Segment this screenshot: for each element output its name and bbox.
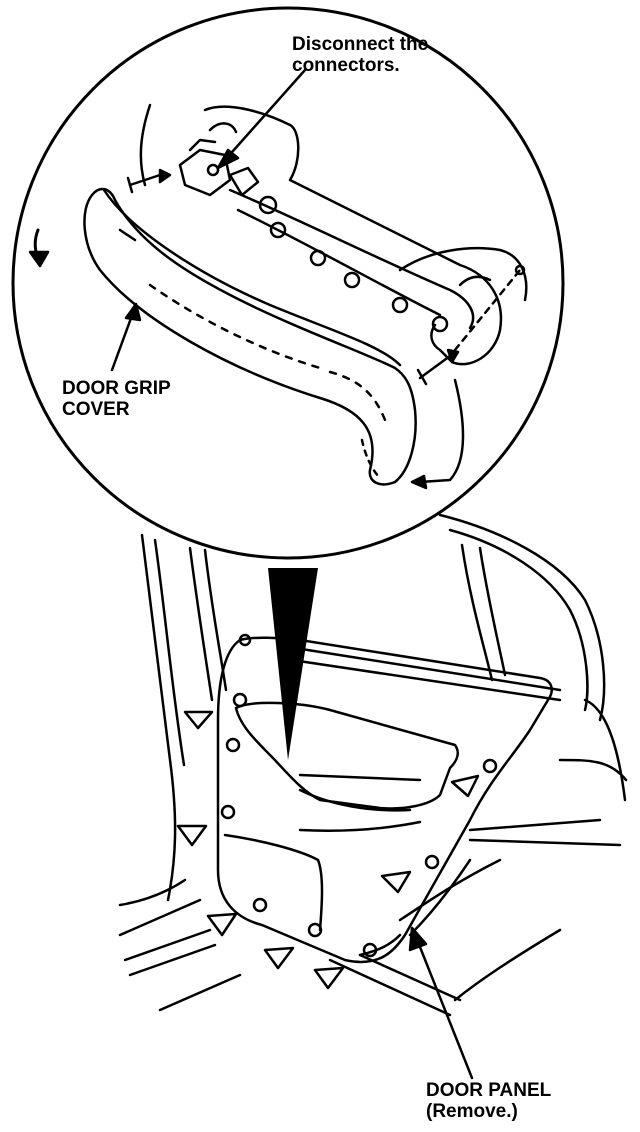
disconnect-label-line2: connectors.: [292, 55, 400, 76]
disconnect-connectors-label: Disconnect the connectors.: [292, 34, 428, 76]
detail-circle: [11, 6, 565, 560]
door-panel-label-line2: (Remove.): [426, 1101, 518, 1122]
door-panel-leader: [408, 926, 474, 1080]
door-body: [118, 513, 628, 1017]
door-grip-detail: [28, 103, 528, 490]
grip-cover-leader: [110, 302, 142, 372]
grip-cover-label-line1: DOOR GRIP: [62, 378, 171, 399]
door-panel-label: DOOR PANEL (Remove.): [426, 1080, 551, 1122]
grip-cover-label-line2: COVER: [62, 399, 130, 420]
door-panel-label-line1: DOOR PANEL: [426, 1080, 552, 1101]
disconnect-label-line1: Disconnect the: [292, 34, 429, 55]
door-grip-cover-label: DOOR GRIP COVER: [62, 378, 171, 420]
connectors-leader: [216, 68, 307, 170]
